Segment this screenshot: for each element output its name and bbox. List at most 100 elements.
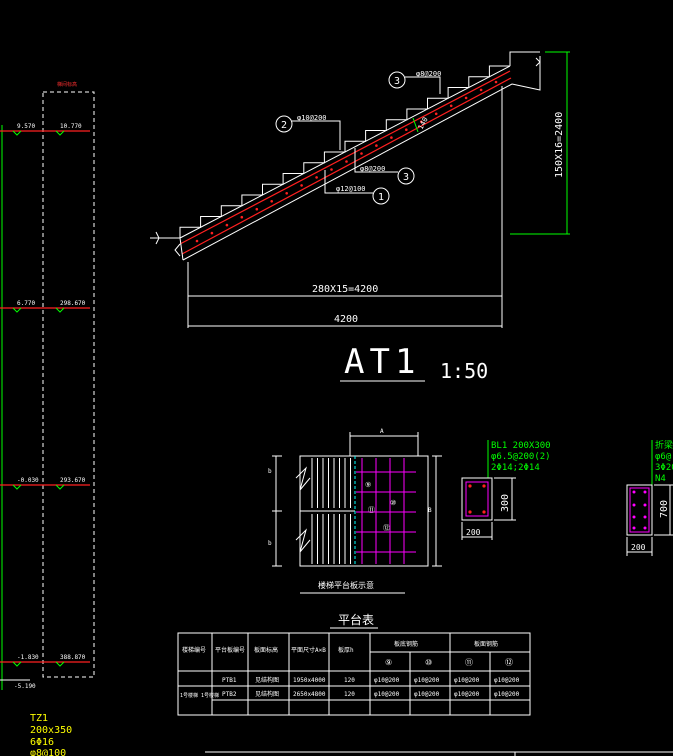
row2-size: 2650x4800 (293, 691, 326, 698)
beam2-bar-dots (632, 490, 647, 530)
table-row: PTB1 见结构图 1950x4000 120 φ10@200 φ10@200 … (222, 676, 520, 684)
level-2-marker (12, 307, 65, 313)
callout-1 (372, 187, 390, 205)
level-2-left: 6.770 (17, 300, 35, 307)
plan-mark-10: ⑩ (390, 499, 396, 507)
table-row: PTB2 见结构图 2650x4800 120 φ10@200 φ10@200 … (222, 690, 520, 698)
tz-bars: 6Φ16 (30, 737, 54, 748)
elevation-strip: 梯间标高 9.570 10.770 6.770 298.670 -0.030 2… (0, 81, 95, 690)
table-sub-11: ⑪ (465, 658, 473, 667)
beam-title: BL1 200X300 (491, 441, 551, 451)
table-h-plate: 平台板编号 (215, 646, 245, 654)
beam-width: 200 (466, 528, 481, 537)
rebar-dot (420, 120, 423, 123)
row2-c12: φ10@200 (494, 691, 520, 698)
beam-height-dim (494, 477, 516, 521)
plan-dim-b: B (428, 507, 432, 514)
rebar-dot (360, 152, 363, 155)
plan-mark-9: ⑨ (365, 481, 371, 489)
table-h-bottom: 板底钢筋 (394, 640, 418, 648)
rebar-dot (345, 160, 348, 163)
row1-size: 1950x4000 (293, 677, 326, 684)
row1-c12: φ10@200 (494, 677, 520, 684)
level-4-marker (12, 661, 65, 667)
rebar-dot (315, 176, 318, 179)
rebar-dot (449, 104, 453, 108)
beam-stirrup: φ6.5@200(2) (491, 452, 551, 462)
table-h-size: 平面尺寸A×B (291, 646, 326, 654)
plan-rebar-mesh (356, 458, 416, 564)
plan-right-dim (432, 455, 442, 567)
tz-name: TZ1 (30, 713, 48, 724)
callout-3-mid-leader (354, 148, 398, 173)
sheet-border-fragment (205, 751, 673, 756)
plan-title: 楼梯平台板示意 (318, 580, 374, 590)
row1-thick: 120 (344, 677, 355, 684)
level-2-right: 298.670 (60, 300, 86, 307)
rebar-dot (300, 184, 303, 187)
level-4-right: 388.870 (60, 654, 86, 661)
rebar-dot (330, 168, 333, 171)
plan-dim-b-left-2: b (268, 540, 272, 547)
table-h-stair: 楼梯编号 (182, 646, 206, 654)
rebar-dot (390, 136, 393, 139)
plan-mark-12: ⑫ (383, 524, 390, 532)
table-sub-12: ⑫ (505, 658, 513, 667)
tz-size: 200x350 (30, 725, 72, 736)
row2-c9: φ10@200 (374, 691, 400, 698)
right-landing-end (509, 51, 541, 91)
beam-stirrup-shape (465, 481, 489, 517)
level-1-right: 10.770 (60, 123, 82, 130)
table-grid (178, 633, 530, 715)
platform-table: 平台表 楼梯编号 平台板编号 板面标高 平面尺寸A×B 板厚h 板底钢筋 板面钢… (177, 612, 531, 716)
rebar-dot (210, 231, 214, 235)
span-dim: 280X15=4200 (312, 284, 378, 295)
callout-3-mid-num: 3 (403, 172, 409, 183)
rebar-dot (255, 207, 259, 211)
stair-rebar-dots (195, 80, 498, 243)
stair-section: 3 φ8@200 2 φ10@200 3 φ8@200 1 φ12@100 14… (150, 51, 570, 383)
table-h-elev: 板面标高 (254, 646, 278, 654)
table-group-label: 1号楼梯 1号楼梯 (180, 692, 219, 699)
table-title: 平台表 (338, 612, 374, 627)
rebar-dot (270, 200, 274, 203)
beam2-outline (626, 484, 653, 536)
plan-dim-a: A (380, 428, 384, 435)
row2-c11: φ10@200 (454, 691, 480, 698)
stair-scale: 1:50 (440, 359, 488, 383)
elevation-dashed-box (42, 91, 95, 678)
platform-plan: A B b b ⑨ ⑩ ⑪ ⑫ 楼梯平台板示意 (268, 428, 442, 594)
callout-3-top (388, 71, 406, 89)
beam2-width: 200 (631, 543, 646, 552)
callout-3-mid-label: φ8@200 (360, 165, 385, 173)
level-3-right: 293.670 (60, 477, 86, 484)
rebar-dot (464, 96, 468, 100)
beam2-stirrup-shape (629, 487, 650, 533)
beam2-line2: φ6@ (655, 452, 672, 462)
rebar-dot (434, 112, 438, 116)
callout-1-num: 1 (378, 192, 384, 203)
plan-treads (300, 458, 355, 564)
plan-left-dim (272, 455, 282, 567)
row1-c9: φ10@200 (374, 677, 400, 684)
beam2-width-dim (626, 537, 653, 556)
row1-plate: PTB1 (222, 677, 237, 684)
total-dim: 4200 (334, 314, 358, 325)
table-h-top: 板面钢筋 (474, 640, 498, 648)
rebar-dot (375, 144, 378, 147)
callout-3-mid (397, 167, 415, 185)
beam-bl1: BL1 200X300 φ6.5@200(2) 2Φ14;2Φ14 300 20… (461, 440, 551, 540)
row1-elev: 见结构图 (255, 676, 279, 684)
plan-break-lines (295, 466, 311, 553)
stair-slab-bottom (182, 83, 513, 261)
beam2-line3: 3Φ20 (655, 463, 673, 473)
stair-title: AT1 (344, 342, 420, 382)
rebar-dot (195, 239, 199, 243)
plan-top-dim (349, 432, 419, 456)
row2-c10: φ10@200 (414, 691, 440, 698)
rebar-dot (225, 223, 229, 227)
callout-3-top-label: φ8@200 (416, 70, 441, 78)
level-1-marker (12, 130, 65, 136)
rebar-dot (494, 80, 498, 84)
beam2-line4: N4 (655, 474, 666, 484)
